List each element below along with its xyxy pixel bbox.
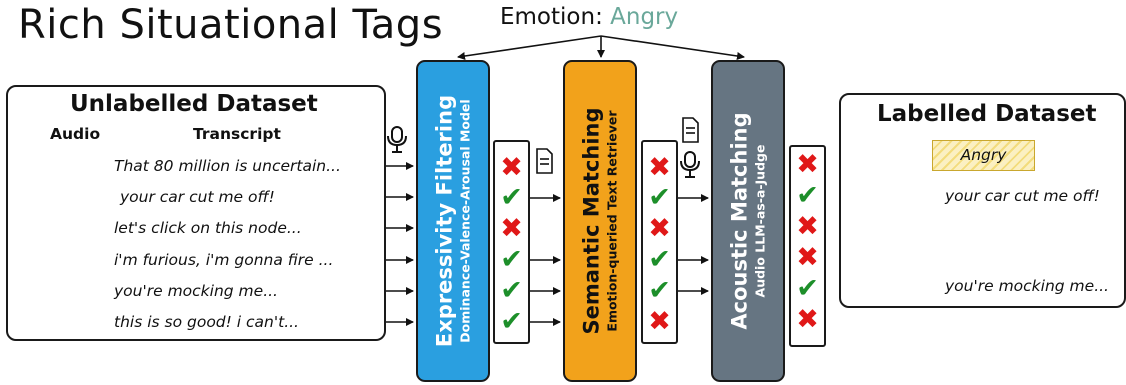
emotion-key: Emotion:: [500, 4, 603, 30]
transcript-header: Transcript: [193, 125, 281, 143]
stage2-to-stage3-arrows: [676, 194, 709, 295]
stage2-results: ✖✔✖✔✔✖: [641, 140, 678, 344]
labelled-row: you're mocking me...: [945, 277, 1109, 295]
unlabelled-dataset-panel: Unlabelled Dataset Audio Transcript That…: [6, 85, 386, 341]
check-icon: ✔: [500, 275, 523, 306]
transcript-row: That 80 million is uncertain...: [114, 157, 341, 175]
document-icon: [536, 148, 553, 174]
transcript-row: your car cut me off!: [120, 188, 275, 206]
check-icon: ✔: [500, 306, 523, 337]
semantic-matching-stage: Semantic Matching Emotion-queried Text R…: [563, 60, 637, 382]
transcript-row: i'm furious, i'm gonna fire ...: [114, 251, 334, 269]
cross-icon: ✖: [648, 152, 671, 183]
labelled-row: your car cut me off!: [945, 187, 1100, 205]
document-icon: [682, 117, 699, 143]
dataset-to-stage1-arrows: [384, 162, 414, 326]
transcript-row: let's click on this node...: [114, 219, 302, 237]
cross-icon: ✖: [796, 211, 819, 242]
diagram-title: Rich Situational Tags: [18, 2, 444, 48]
emotion-to-stage3-arrow: [600, 35, 745, 60]
stage3-results: ✖✔✖✖✔✖: [789, 145, 826, 347]
transcript-row: you're mocking me...: [114, 282, 278, 300]
check-icon: ✔: [796, 273, 819, 304]
emotion-value: Angry: [610, 4, 679, 30]
check-icon: ✔: [648, 244, 671, 275]
stage-title: Acoustic Matching: [727, 112, 752, 330]
stage1-results: ✖✔✖✔✔✔: [493, 140, 530, 344]
check-icon: ✔: [648, 275, 671, 306]
emotion-to-stage1-arrow: [457, 35, 602, 60]
stage-subtitle: Emotion-queried Text Retriever: [604, 110, 620, 332]
stage-subtitle: Audio LLM-as-a-Judge: [752, 144, 768, 298]
labelled-dataset-panel: Labelled Dataset your car cut me off! yo…: [839, 93, 1126, 308]
cross-icon: ✖: [796, 304, 819, 335]
cross-icon: ✖: [796, 149, 819, 180]
check-icon: ✔: [500, 244, 523, 275]
labelled-dataset-title: Labelled Dataset: [877, 101, 1097, 127]
emotion-label: Emotion: Angry: [500, 4, 678, 30]
expressivity-filtering-stage: Expressivity Filtering Dominance-Valence…: [416, 60, 490, 382]
acoustic-matching-stage: Acoustic Matching Audio LLM-as-a-Judge: [711, 60, 785, 382]
stage-title: Expressivity Filtering: [432, 94, 457, 348]
cross-icon: ✖: [648, 306, 671, 337]
unlabelled-dataset-title: Unlabelled Dataset: [70, 91, 318, 117]
audio-header: Audio: [50, 125, 101, 143]
check-icon: ✔: [500, 182, 523, 213]
check-icon: ✔: [796, 180, 819, 211]
stage-subtitle: Dominance-Valence-Arousal Model: [457, 99, 473, 343]
microphone-icon: [387, 126, 407, 153]
transcript-row: this is so good! i can't...: [114, 313, 299, 331]
cross-icon: ✖: [500, 213, 523, 244]
emotion-tag: Angry: [932, 140, 1035, 171]
check-icon: ✔: [648, 182, 671, 213]
cross-icon: ✖: [648, 213, 671, 244]
microphone-icon: [680, 151, 700, 178]
cross-icon: ✖: [500, 152, 523, 183]
stage1-to-stage2-arrows: [528, 194, 561, 326]
cross-icon: ✖: [796, 242, 819, 273]
stage-title: Semantic Matching: [579, 107, 604, 335]
